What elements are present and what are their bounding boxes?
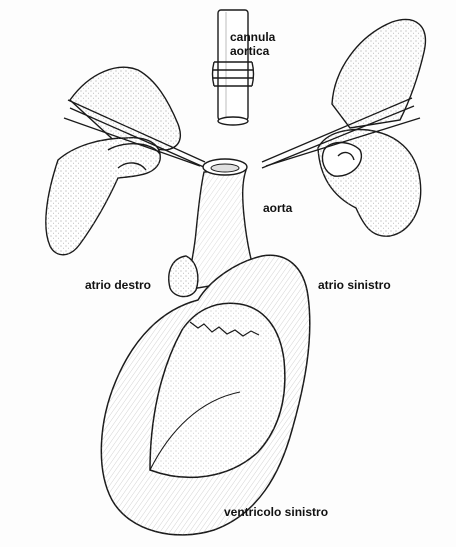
left-hand [46, 67, 181, 254]
label-atrio-destro: atrio destro [85, 278, 151, 292]
label-atrio-sinistro: atrio sinistro [318, 278, 391, 292]
heart-ventricle [101, 255, 309, 535]
label-cannula-aortica: cannula aortica [230, 30, 275, 58]
label-ventricolo-sinistro: ventricolo sinistro [224, 505, 328, 519]
right-atrium [169, 256, 198, 297]
label-cannula-line2: aortica [230, 44, 275, 58]
right-hand [318, 20, 425, 237]
label-cannula-line1: cannula [230, 30, 275, 44]
aortic-cannula [213, 10, 254, 125]
label-aorta: aorta [263, 201, 292, 215]
